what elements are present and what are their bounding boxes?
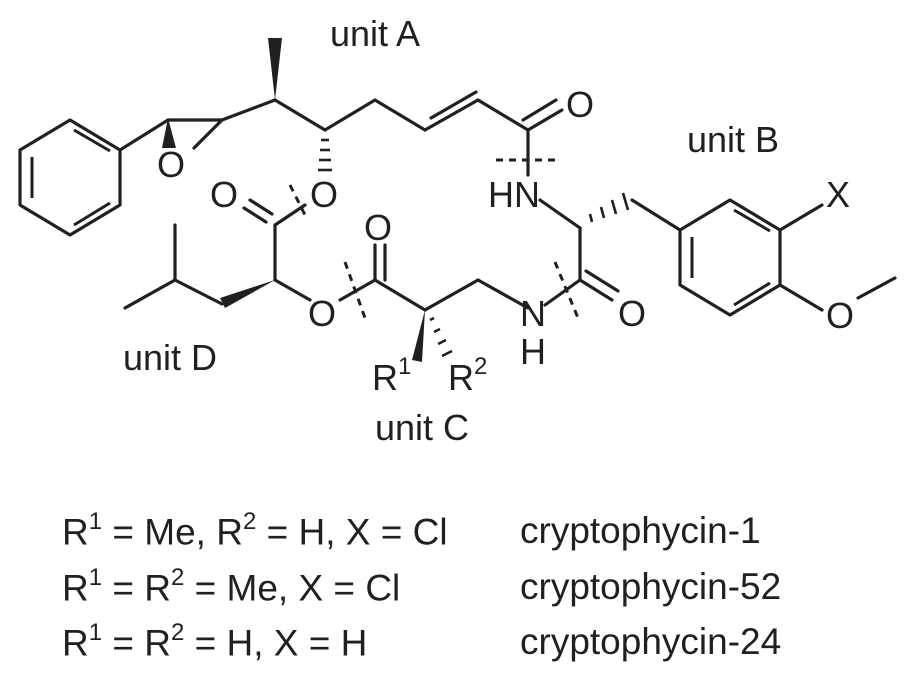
substituent-x: X [826,174,850,215]
legend-row-1: R1 = Me, R2 = H, X = Cl cryptophycin-1 [62,508,761,553]
unit-d-label: unit D [123,337,217,378]
amide-nitrogen-c: N [520,293,546,334]
unit-a-label: unit A [330,13,420,54]
ester-oxygen-d: O [308,293,336,334]
epoxide-oxygen: O [157,144,185,185]
amide-oxygen-a: O [566,84,594,125]
compound-name: cryptophycin-1 [520,510,761,551]
bond-skeleton [18,38,897,362]
compound-name: cryptophycin-24 [520,621,782,662]
methoxy-oxygen: O [826,295,854,336]
unit-c-label: unit C [375,407,469,448]
ester-oxygen-a: O [310,174,338,215]
ester-carbonyl-oxygen-d: O [210,174,238,215]
amide-oxygen-b: O [618,293,646,334]
amide-hydrogen-c: H [520,331,546,372]
r1-label: R1 [372,353,411,398]
phenyl-ring [18,118,122,237]
unit-b-label: unit B [687,119,779,160]
carbonyl-oxygen-c: O [364,207,392,248]
r2-label: R2 [448,353,487,398]
legend-row-3: R1 = R2 = H, X = H cryptophycin-24 [62,619,782,664]
legend-row-2: R1 = R2 = Me, X = Cl cryptophycin-52 [62,564,782,609]
amide-nh-a: HN [488,174,540,215]
aryl-ring [678,198,782,317]
compound-name: cryptophycin-52 [520,566,782,607]
